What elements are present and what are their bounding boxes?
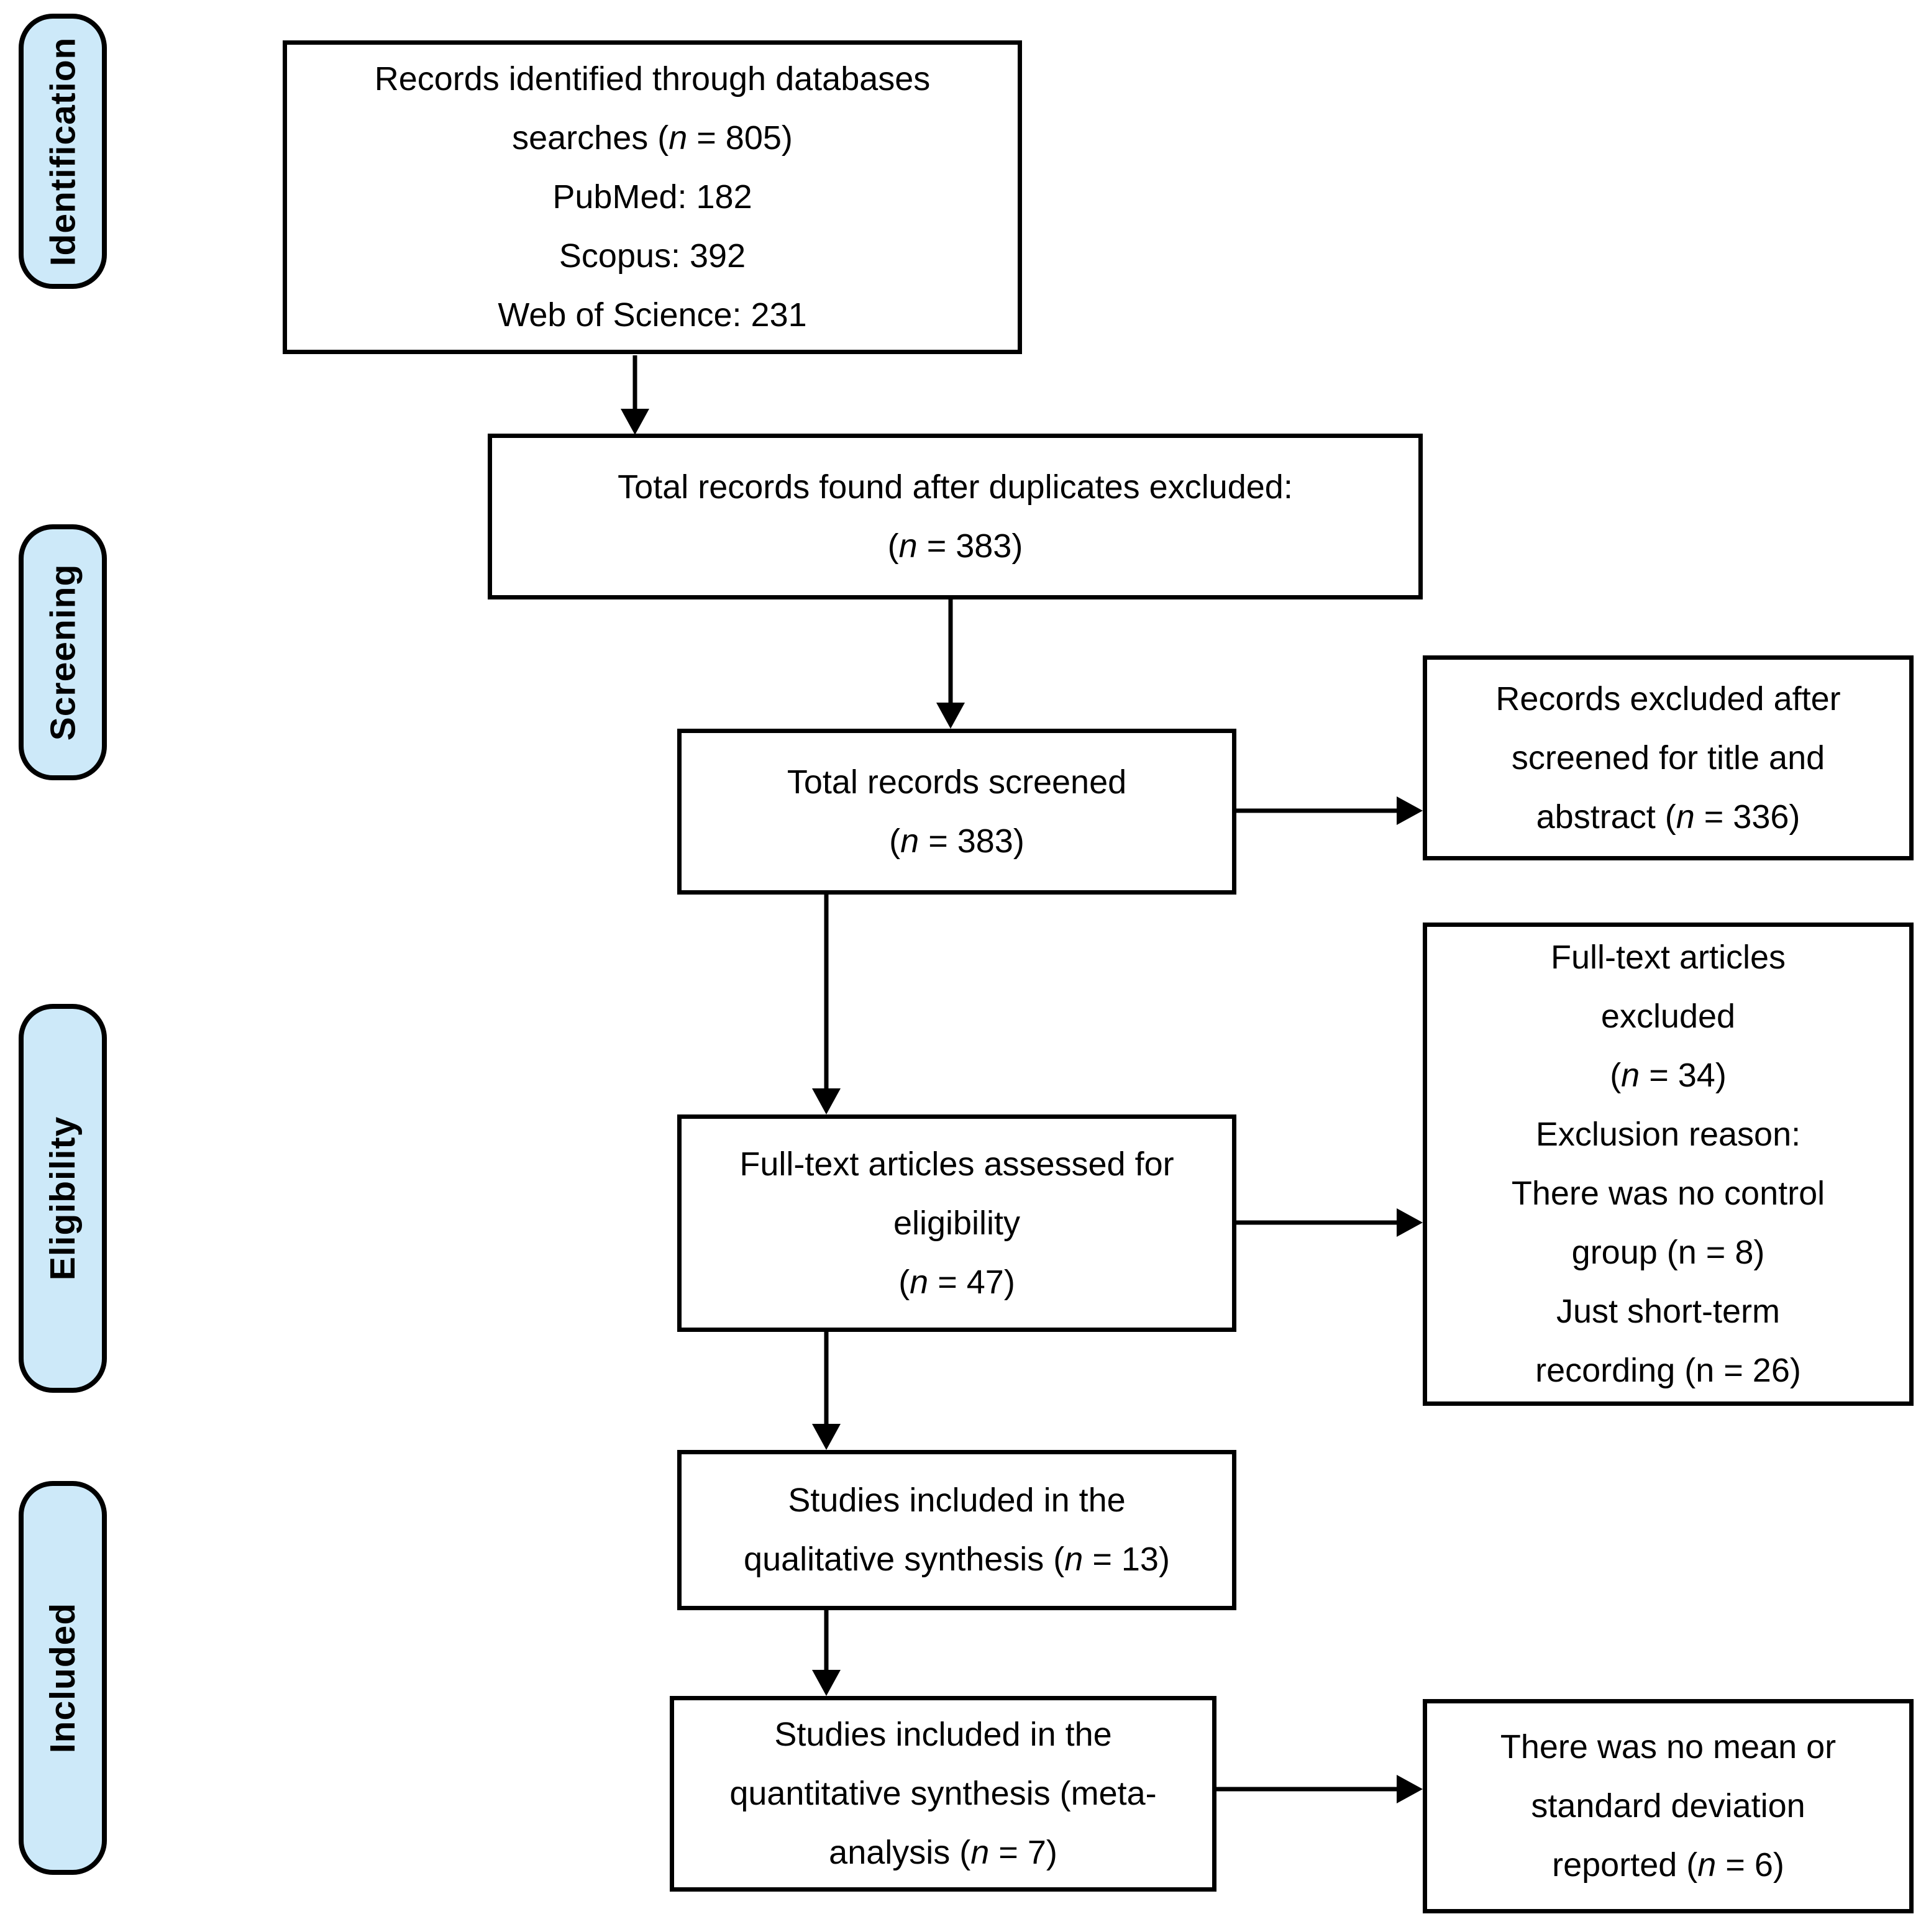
stage-label-text: Included: [43, 1602, 83, 1754]
box-text-line: quantitative synthesis (meta-: [729, 1775, 1157, 1812]
box-text-line: eligibility: [893, 1204, 1021, 1242]
box-text-line: group (n = 8): [1571, 1234, 1765, 1271]
stage-label-eligibility: Eligibility: [19, 1004, 107, 1393]
box-text-line: There was no control: [1511, 1175, 1825, 1212]
box-text-line: searches (n = 805): [512, 119, 793, 157]
stage-label-screening: Screening: [19, 524, 107, 780]
box-text-line: abstract (n = 336): [1536, 798, 1800, 836]
box-text-line: excluded: [1600, 998, 1736, 1035]
box-qualitative-synthesis: Studies included in the qualitative synth…: [677, 1450, 1236, 1610]
box-duplicates-excluded: Total records found after duplicates exc…: [488, 434, 1423, 599]
box-text-line: There was no mean or: [1500, 1728, 1837, 1766]
box-no-mean-sd-reported: There was no mean or standard deviation re…: [1423, 1699, 1914, 1913]
box-quantitative-synthesis: Studies included in the quantitative synt…: [670, 1696, 1216, 1892]
box-records-screened: Total records screened (n = 383): [677, 729, 1236, 895]
box-text-line: Total records screened: [787, 763, 1127, 801]
box-text-line: Scopus: 392: [559, 237, 746, 275]
box-text-line: (n = 383): [889, 822, 1025, 860]
arrow-screened-to-excluded: [1236, 796, 1423, 825]
box-text-line: (n = 34): [1610, 1057, 1727, 1094]
stage-label-included: Included: [19, 1481, 107, 1875]
box-text-line: Just short-term: [1556, 1293, 1781, 1330]
arrow-fulltext-to-excluded: [1236, 1208, 1423, 1237]
stage-label-text: Identification: [43, 37, 83, 266]
box-text-line: Studies included in the: [774, 1716, 1112, 1753]
arrow-screened-to-fulltext: [812, 895, 841, 1114]
stage-label-text: Screening: [43, 563, 83, 741]
box-text-line: PubMed: 182: [552, 178, 752, 216]
box-text-line: (n = 47): [898, 1263, 1015, 1301]
box-text-line: Total records found after duplicates exc…: [618, 468, 1293, 506]
arrow-deduplicated-to-screened: [936, 599, 965, 729]
box-text-line: Studies included in the: [788, 1482, 1126, 1519]
box-text-line: Records excluded after: [1495, 680, 1841, 718]
box-text-line: Records identified through databases: [374, 60, 931, 98]
box-text-line: Full-text articles: [1550, 939, 1786, 976]
arrow-quantitative-to-excluded: [1216, 1775, 1423, 1803]
stage-label-text: Eligibility: [43, 1116, 83, 1281]
box-fulltext-assessed: Full-text articles assessed for eligibili…: [677, 1114, 1236, 1332]
box-excluded-title-abstract: Records excluded after screened for title…: [1423, 655, 1914, 860]
box-text-line: Full-text articles assessed for: [739, 1145, 1174, 1183]
box-fulltext-excluded: Full-text articles excluded (n = 34) Exclus…: [1423, 923, 1914, 1406]
stage-label-identification: Identification: [19, 14, 107, 289]
box-text-line: recording (n = 26): [1535, 1352, 1801, 1389]
box-text-line: reported (n = 6): [1552, 1846, 1784, 1884]
box-text-line: Exclusion reason:: [1535, 1116, 1801, 1153]
arrow-fulltext-to-qualitative: [812, 1332, 841, 1450]
box-text-line: analysis (n = 7): [829, 1834, 1057, 1871]
box-text-line: (n = 383): [887, 527, 1023, 565]
box-text-line: screened for title and: [1511, 739, 1825, 777]
box-text-line: Web of Science: 231: [498, 296, 807, 334]
box-records-identified: Records identified through databases sear…: [283, 40, 1022, 354]
arrow-identified-to-deduplicated: [621, 355, 649, 435]
box-text-line: qualitative synthesis (n = 13): [744, 1541, 1170, 1578]
box-text-line: standard deviation: [1531, 1787, 1805, 1825]
arrow-qualitative-to-quantitative: [812, 1610, 841, 1696]
